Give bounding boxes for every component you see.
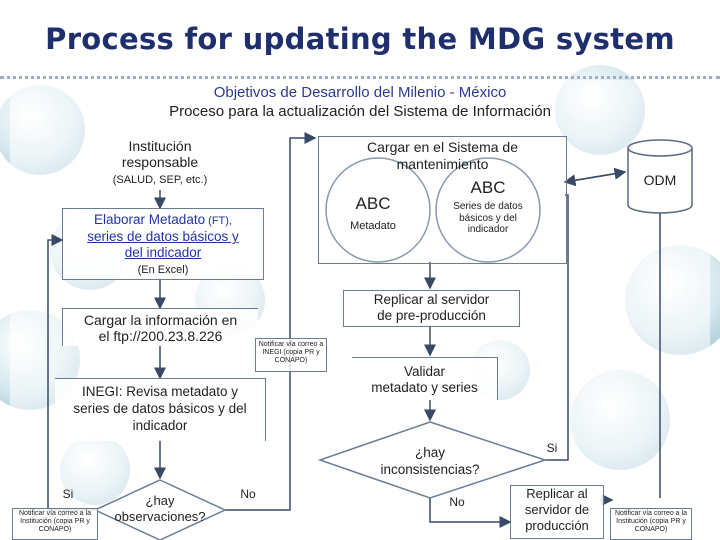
elaborar-line1a: Elaborar [94,212,149,227]
header-line2: Proceso para la actualización del Sistem… [169,103,551,120]
validar-line1: Validar [403,364,446,379]
institucion-sub: (SALUD, SEP, etc.) [112,174,208,186]
notificar-institucion-left-text: Notificar vía correo a la Institución (c… [19,510,91,534]
elaborar-line1: Elaborar Metadato (FT), [63,212,263,228]
elaborar-sub: (En Excel) [137,264,189,276]
cargar-ftp-line2: el ftp://200.23.8.226 [98,328,223,344]
elaborar-line3: del indicador [124,245,202,260]
inconsistencias-no-label: No [449,495,465,509]
abc-metadato-sub: Metadato [350,220,396,232]
abc-series-sub: Series de datos básicos y del indicador [453,201,523,235]
observaciones-line1: ¿hay [145,493,175,508]
replicar-prod-line1: Replicar al [526,486,588,501]
elaborar-line1b: Metadato [148,212,206,227]
title-divider [0,76,720,79]
inegi-line1: INEGI: Revisa metadato y [81,384,239,399]
node-institucion: Institución responsable (SALUD, SEP, etc… [95,138,225,188]
elaborar-line1c: (FT), [205,215,232,227]
diamond-inconsistencias [317,421,548,499]
header-line1: Objetivos de Desarrollo del Milenio - Mé… [213,84,507,101]
note-notificar-inegi: Notificar vía correo a INEGI (copia PR y… [255,338,327,372]
replicar-prod-line2: servidor de [524,502,590,517]
replicar-pre-line2: de pre-producción [377,308,486,323]
cargar-sistema-line1: Cargar en el Sistema de [367,139,518,155]
observaciones-line2: observaciones? [114,509,206,524]
node-elaborar: Elaborar Metadato (FT), series de datos … [62,208,264,280]
inconsistencias-line2: inconsistencias? [380,462,480,477]
inegi-line2: series de datos básicos y del [73,401,247,416]
odm-label: ODM [643,172,677,188]
inconsistencias-line1: ¿hay [414,445,445,460]
validar-line2: metadato y series [371,380,478,395]
cargar-sistema-line2: mantenimiento [396,156,489,172]
note-notificar-institucion-left: Notificar vía correo a la Institución (c… [12,508,98,540]
diamond-observaciones [93,479,227,540]
elaborar-line2: series de datos básicos y [87,229,239,244]
slide-title: Process for updating the MDG system [45,22,675,56]
node-replicar-prod: Replicar al servidor de producción [510,485,604,539]
observaciones-no-label: No [240,487,256,501]
note-notificar-institucion-right: Notificar vía correo a la Institución (c… [610,508,692,540]
abc-metadato-title: ABC [355,194,391,213]
node-inegi-revisa: INEGI: Revisa metadato y series de datos… [55,378,266,441]
replicar-prod-line3: producción [525,518,589,533]
notificar-institucion-right-text: Notificar vía correo a la Institución (c… [615,510,687,534]
inegi-line3: indicador [132,418,188,433]
node-cargar-ftp: Cargar la información en el ftp://200.23… [62,308,258,346]
cargar-ftp-line1: Cargar la información en [83,312,238,328]
inconsistencias-si-label: Si [546,441,558,455]
notificar-inegi-text: Notificar vía correo a INEGI (copia PR y… [258,341,324,365]
node-validar: Validar metadato y series [352,357,498,400]
odm-database [627,139,693,214]
institucion-title: Institución responsable [121,138,199,171]
node-cargar-sistema: Cargar en el Sistema de mantenimiento [318,136,567,264]
node-replicar-pre: Replicar al servidor de pre-producción [343,290,520,327]
replicar-pre-line1: Replicar al servidor [373,292,490,307]
abc-series-title: ABC [470,178,506,197]
observaciones-si-label: Si [62,487,74,501]
